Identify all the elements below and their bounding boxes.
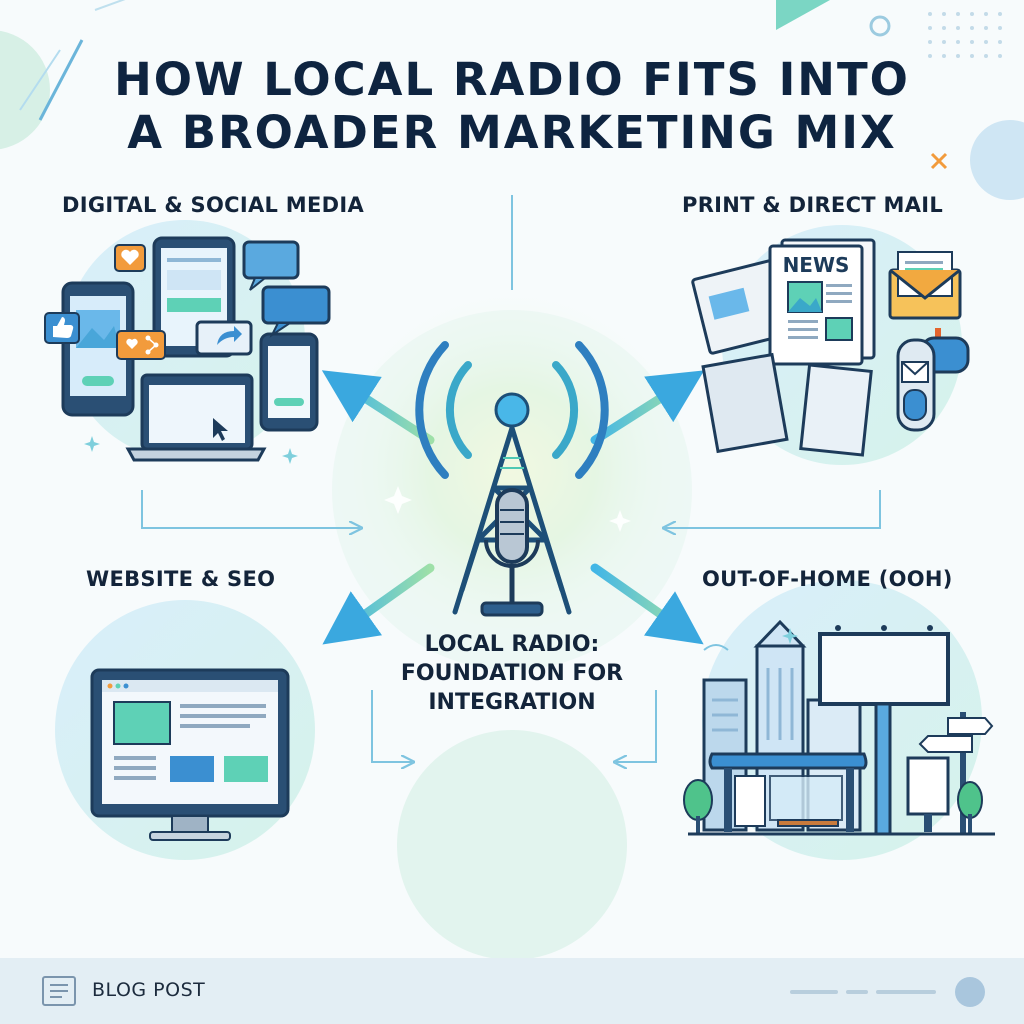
pager-dot bbox=[955, 977, 985, 1007]
footer-bar: BLOG POST bbox=[0, 958, 1024, 1024]
share-icon bbox=[116, 330, 166, 360]
like-icon bbox=[44, 312, 80, 344]
newspaper-headline: NEWS bbox=[783, 253, 850, 277]
billboard-icon bbox=[818, 625, 950, 836]
tree-icon bbox=[683, 779, 983, 834]
pager-line bbox=[876, 990, 936, 994]
center-base-circle bbox=[397, 730, 627, 960]
digital-social-group bbox=[44, 220, 331, 464]
arrow-to-print bbox=[590, 370, 705, 445]
mailbox-icon bbox=[896, 328, 970, 432]
category-digital-social: DIGITAL & SOCIAL MEDIA bbox=[62, 193, 365, 217]
website-seo-group bbox=[55, 600, 315, 860]
category-print-mail: PRINT & DIRECT MAIL bbox=[682, 193, 944, 217]
connector-lines bbox=[141, 195, 881, 762]
title-line-2: A BROADER MARKETING MIX bbox=[127, 106, 897, 159]
signpost-icon bbox=[918, 712, 994, 834]
arrow-to-ooh bbox=[590, 563, 704, 645]
arrow-to-digital bbox=[321, 370, 435, 445]
ooh-group bbox=[683, 580, 995, 860]
center-label-line-1: LOCAL RADIO: bbox=[424, 632, 600, 657]
envelope-icon bbox=[888, 251, 962, 320]
smartphone-icon bbox=[61, 281, 135, 417]
category-ooh: OUT-OF-HOME (OOH) bbox=[702, 567, 953, 591]
chat-bubble-icon bbox=[261, 285, 331, 338]
monitor-icon bbox=[90, 668, 290, 841]
print-mail-group: NEWS bbox=[691, 225, 970, 465]
share-icon bbox=[195, 320, 253, 356]
paper-icon bbox=[701, 352, 873, 457]
bus-shelter-icon bbox=[708, 752, 868, 832]
pager-line bbox=[846, 990, 868, 994]
chat-bubble-icon bbox=[242, 240, 300, 291]
center-label-line-2: FOUNDATION FOR bbox=[400, 661, 624, 686]
laptop-icon bbox=[125, 373, 267, 462]
document-icon bbox=[42, 976, 76, 1006]
main-arrows bbox=[321, 370, 705, 645]
arrow-to-website bbox=[322, 563, 435, 645]
title-line-1: HOW LOCAL RADIO FITS INTO bbox=[114, 53, 910, 106]
pager-line bbox=[790, 990, 838, 994]
category-website-seo: WEBSITE & SEO bbox=[86, 567, 276, 591]
smartphone-icon bbox=[259, 332, 319, 432]
blog-post-label: BLOG POST bbox=[92, 979, 206, 1001]
background-decor bbox=[0, 0, 1024, 200]
newspaper-icon: NEWS bbox=[691, 238, 876, 366]
heart-icon bbox=[114, 244, 146, 272]
center-label-line-3: INTEGRATION bbox=[428, 690, 596, 715]
center-label: LOCAL RADIO: FOUNDATION FOR INTEGRATION bbox=[372, 630, 652, 717]
microphone-icon bbox=[480, 488, 544, 617]
sign-board-icon bbox=[906, 756, 950, 832]
